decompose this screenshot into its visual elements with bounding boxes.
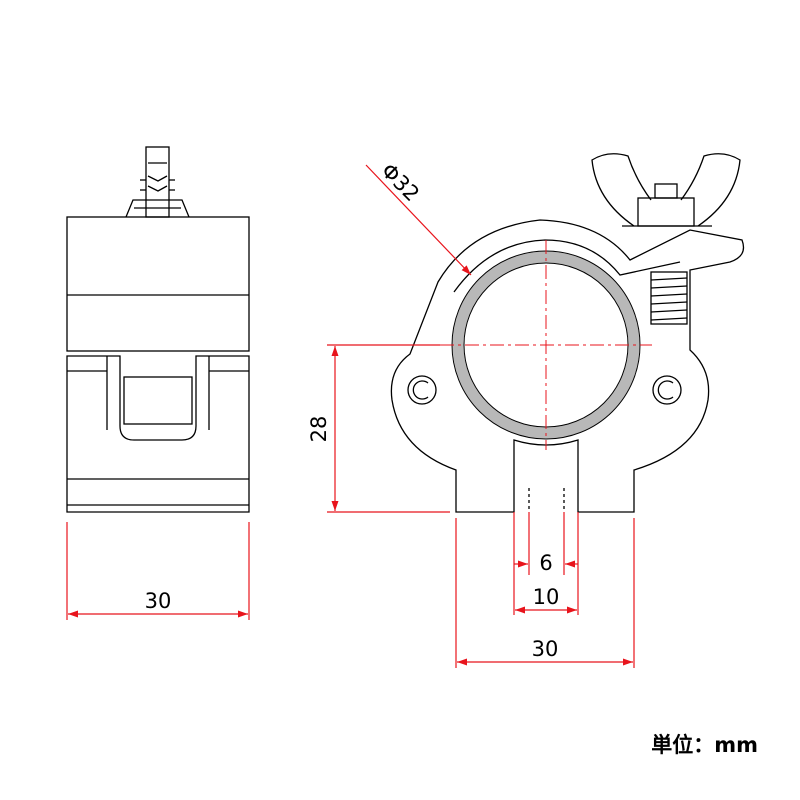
dimension-slot-inner-label: 6 — [539, 551, 552, 575]
unit-label: 単位：mm — [651, 733, 758, 757]
dimension-diameter — [365, 164, 472, 276]
side-view-bolt — [125, 146, 190, 218]
dimension-side-width-label: 30 — [145, 589, 172, 613]
front-view-threaded-rod — [650, 271, 688, 325]
side-view-lower-block — [66, 355, 250, 513]
front-view-wing-nut — [591, 153, 741, 227]
center-lines — [440, 240, 652, 450]
front-view — [390, 153, 745, 513]
dimension-height — [327, 344, 450, 513]
front-view-clamp-body — [390, 219, 745, 513]
dimension-front-width-label: 30 — [532, 637, 559, 661]
front-view-left-pivot — [407, 375, 437, 405]
side-view-upper-block — [66, 216, 250, 352]
dimension-slot — [513, 512, 579, 615]
dimension-front-width — [455, 518, 635, 668]
dimension-height-label: 28 — [307, 416, 331, 443]
side-view — [66, 146, 250, 513]
dimension-slot-outer-label: 10 — [533, 585, 560, 609]
dimension-side-width — [66, 522, 250, 620]
dimension-diameter-label: Φ32 — [376, 159, 424, 207]
front-view-right-pivot — [652, 375, 682, 405]
